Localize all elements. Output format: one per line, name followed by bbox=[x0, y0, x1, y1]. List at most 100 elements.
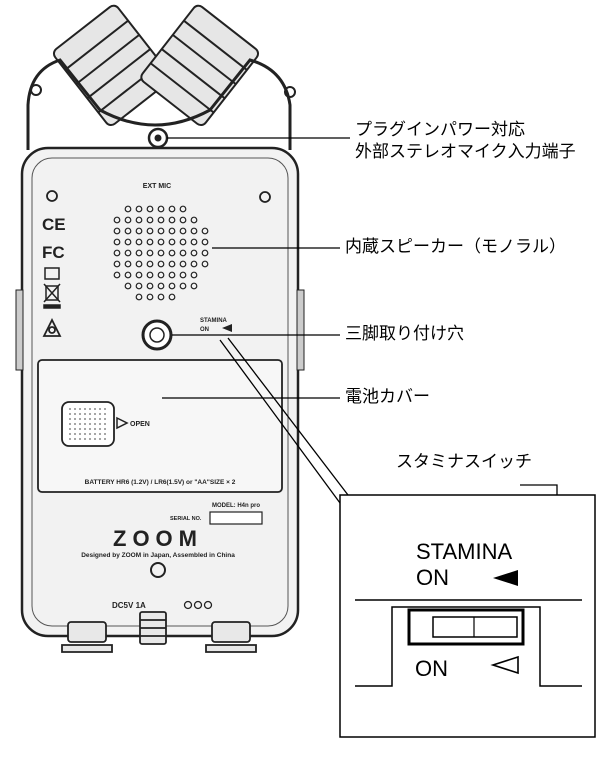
guard-screw-right bbox=[284, 86, 296, 98]
inset-on-bottom-text: ON bbox=[415, 656, 448, 681]
id-badge-icon bbox=[44, 267, 60, 280]
speaker-hole bbox=[168, 271, 176, 279]
grip-dot bbox=[89, 438, 91, 440]
speaker-hole bbox=[157, 271, 165, 279]
speaker-hole bbox=[168, 216, 176, 224]
grip-dot bbox=[104, 418, 106, 420]
speaker-hole bbox=[124, 282, 132, 290]
grip-dot bbox=[79, 428, 81, 430]
stamina-arrow-small bbox=[222, 324, 232, 332]
speaker-hole bbox=[179, 227, 187, 235]
grip-dot bbox=[84, 413, 86, 415]
inset-switch-well bbox=[355, 606, 582, 687]
inset-switch-knob[interactable] bbox=[432, 616, 518, 638]
speaker-hole bbox=[190, 260, 198, 268]
grip-dot bbox=[84, 438, 86, 440]
speaker-hole bbox=[179, 282, 187, 290]
speaker-hole bbox=[168, 205, 176, 213]
inset-stamina-text: STAMINA bbox=[416, 539, 512, 564]
guard-screw-left bbox=[30, 84, 42, 96]
callout-tripod: 三脚取り付け穴 bbox=[345, 324, 464, 344]
leader-lines bbox=[162, 137, 558, 623]
zoom-logo: ZOOM bbox=[113, 526, 203, 551]
speaker-hole bbox=[113, 249, 121, 257]
grip-dot bbox=[99, 413, 101, 415]
speaker-hole bbox=[190, 216, 198, 224]
speaker-hole bbox=[157, 238, 165, 246]
speaker-hole bbox=[124, 238, 132, 246]
grip-dot bbox=[84, 433, 86, 435]
grip-dot bbox=[69, 433, 71, 435]
grip-dot bbox=[69, 423, 71, 425]
grip-dot bbox=[94, 433, 96, 435]
speaker-hole bbox=[113, 271, 121, 279]
grip-dot bbox=[84, 423, 86, 425]
grip-dot bbox=[69, 408, 71, 410]
grip-dot bbox=[89, 408, 91, 410]
grip-dot bbox=[104, 428, 106, 430]
grip-dot bbox=[99, 428, 101, 430]
speaker-hole bbox=[146, 205, 154, 213]
open-arrow-icon bbox=[116, 416, 129, 430]
battery-text: BATTERY HR6 (1.2V) / LR6(1.5V) or "AA"SI… bbox=[85, 479, 236, 486]
battery-latch bbox=[61, 401, 115, 447]
speaker-hole bbox=[135, 205, 143, 213]
serial-text: SERIAL NO. bbox=[170, 516, 202, 522]
speaker-hole bbox=[157, 205, 165, 213]
grip-dot bbox=[94, 408, 96, 410]
speaker-hole bbox=[168, 249, 176, 257]
callout-speaker: 内蔵スピーカー（モノラル） bbox=[345, 237, 566, 257]
grip-dot bbox=[79, 413, 81, 415]
speaker-hole bbox=[146, 227, 154, 235]
speaker-hole bbox=[201, 260, 209, 268]
speaker-hole bbox=[146, 216, 154, 224]
grip-dot bbox=[69, 438, 71, 440]
speaker-hole bbox=[146, 260, 154, 268]
speaker-hole bbox=[135, 238, 143, 246]
grip-dot bbox=[69, 413, 71, 415]
grip-dot bbox=[94, 423, 96, 425]
speaker-hole bbox=[157, 293, 165, 301]
speaker-hole bbox=[124, 271, 132, 279]
grip-dot bbox=[84, 428, 86, 430]
grip-dot bbox=[74, 408, 76, 410]
speaker-hole bbox=[146, 271, 154, 279]
speaker-hole bbox=[113, 216, 121, 224]
callout-battery-cover: 電池カバー bbox=[345, 387, 430, 407]
grip-dot bbox=[79, 433, 81, 435]
grip-dot bbox=[94, 428, 96, 430]
bottom-hole bbox=[150, 562, 166, 578]
grip-dot bbox=[89, 428, 91, 430]
body-screw-right bbox=[259, 191, 271, 203]
serial-box bbox=[209, 511, 263, 525]
grip-dot bbox=[94, 418, 96, 420]
speaker-hole bbox=[146, 282, 154, 290]
grip-dot bbox=[104, 438, 106, 440]
inset-outline-arrow-icon bbox=[490, 655, 519, 675]
grip-dot bbox=[89, 423, 91, 425]
speaker-hole bbox=[168, 238, 176, 246]
speaker-hole bbox=[157, 260, 165, 268]
speaker-hole bbox=[190, 282, 198, 290]
grip-dot bbox=[104, 423, 106, 425]
grip-dot bbox=[104, 413, 106, 415]
speaker-hole bbox=[124, 260, 132, 268]
grip-dot bbox=[69, 428, 71, 430]
speaker-grille bbox=[113, 205, 209, 301]
grip-dot bbox=[94, 413, 96, 415]
model-text: MODEL: H4n pro bbox=[212, 503, 260, 509]
speaker-hole bbox=[179, 260, 187, 268]
speaker-hole bbox=[157, 249, 165, 257]
grip-dot bbox=[104, 433, 106, 435]
speaker-hole bbox=[157, 216, 165, 224]
speaker-hole bbox=[168, 260, 176, 268]
speaker-hole bbox=[135, 260, 143, 268]
speaker-hole bbox=[179, 249, 187, 257]
stamina-label-small: STAMINA bbox=[200, 318, 228, 324]
on-label-small: ON bbox=[200, 327, 209, 333]
latch-grip-dots bbox=[69, 408, 106, 440]
side-grip-right bbox=[296, 289, 305, 371]
rcm-mark-icon bbox=[42, 317, 62, 337]
ce-mark: CE bbox=[42, 215, 66, 234]
